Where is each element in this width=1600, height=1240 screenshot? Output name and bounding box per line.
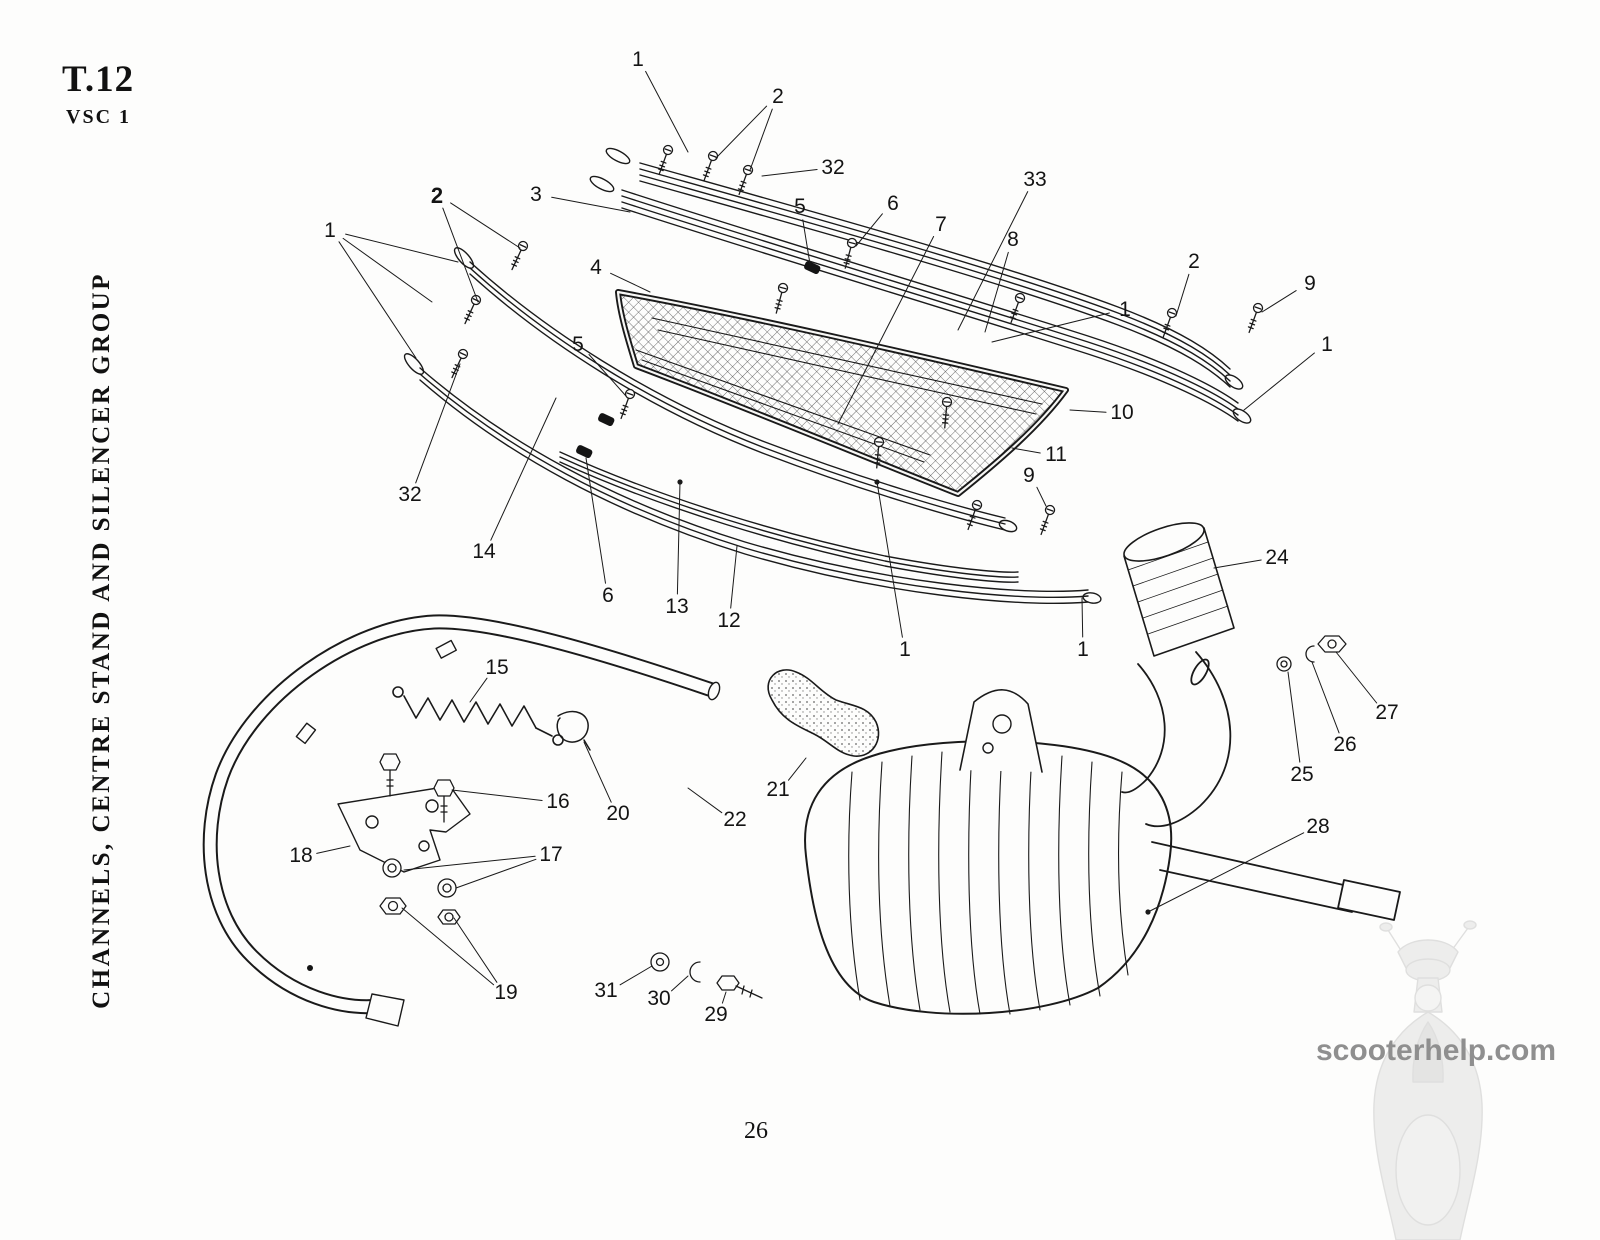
watermark-text: scooterhelp.com [1316,1034,1557,1067]
silencer-tail-pipe [1152,842,1400,920]
model-code: VSC 1 [66,106,132,128]
floor-channel-left-outer [452,245,1019,534]
channel-end-caps [576,261,821,459]
page-number: 26 [744,1118,768,1144]
floor-mat [618,292,1066,494]
floor-runner-strip [560,452,1018,582]
spring-hook [557,712,590,750]
exhaust-elbow [1122,652,1230,826]
section-title: CHANNELS, CENTRE STAND AND SILENCER GROU… [88,272,115,1009]
floor-channel-top [604,145,1245,391]
mount-hardware [651,953,762,998]
stand-spring [393,687,563,745]
exhaust-gasket [768,670,878,756]
page-title-code: T.12 [62,59,135,100]
floor-channel-left-inner [402,351,1102,604]
bracket-bolts [380,754,460,924]
stand-bracket [338,786,470,872]
centre-stand [210,622,722,1026]
silencer [805,690,1171,1014]
tail-pipe-cylinder [1120,515,1234,656]
tail-hardware [1277,636,1346,671]
watermark-scooter-icon [1374,921,1482,1240]
leader-lines [317,71,1377,1003]
